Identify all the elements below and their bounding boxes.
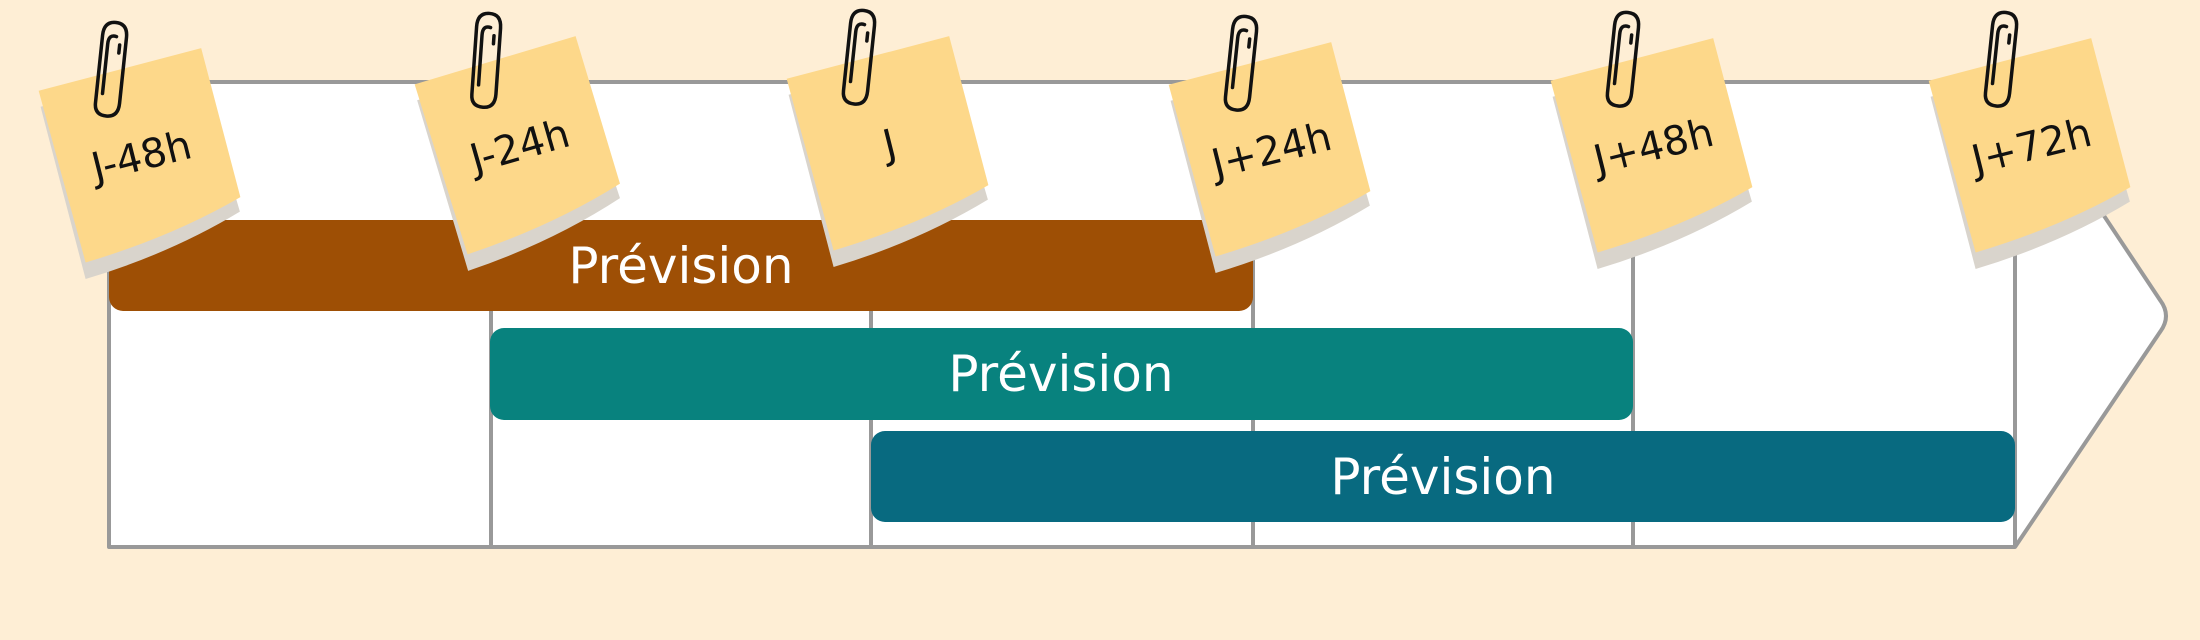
bar-label: Prévision	[948, 345, 1173, 403]
sticky-note-j-plus-24h: J+24h	[1166, 13, 1381, 274]
forecast-bar-2: Prévision	[490, 328, 1633, 420]
sticky-note-j-plus-72h: J+72h	[1926, 9, 2141, 270]
forecast-bar-1: Prévision	[109, 220, 1253, 311]
bar-label: Prévision	[568, 237, 793, 295]
sticky-note-j: J	[784, 7, 999, 268]
sticky-note-j-plus-48h: J+48h	[1548, 9, 1763, 270]
sticky-note-j-minus-24h: J-24h	[412, 10, 632, 272]
sticky-note-j-minus-48h: J-48h	[36, 19, 251, 280]
forecast-bar-3: Prévision	[871, 431, 2015, 522]
bar-label: Prévision	[1330, 448, 1555, 506]
